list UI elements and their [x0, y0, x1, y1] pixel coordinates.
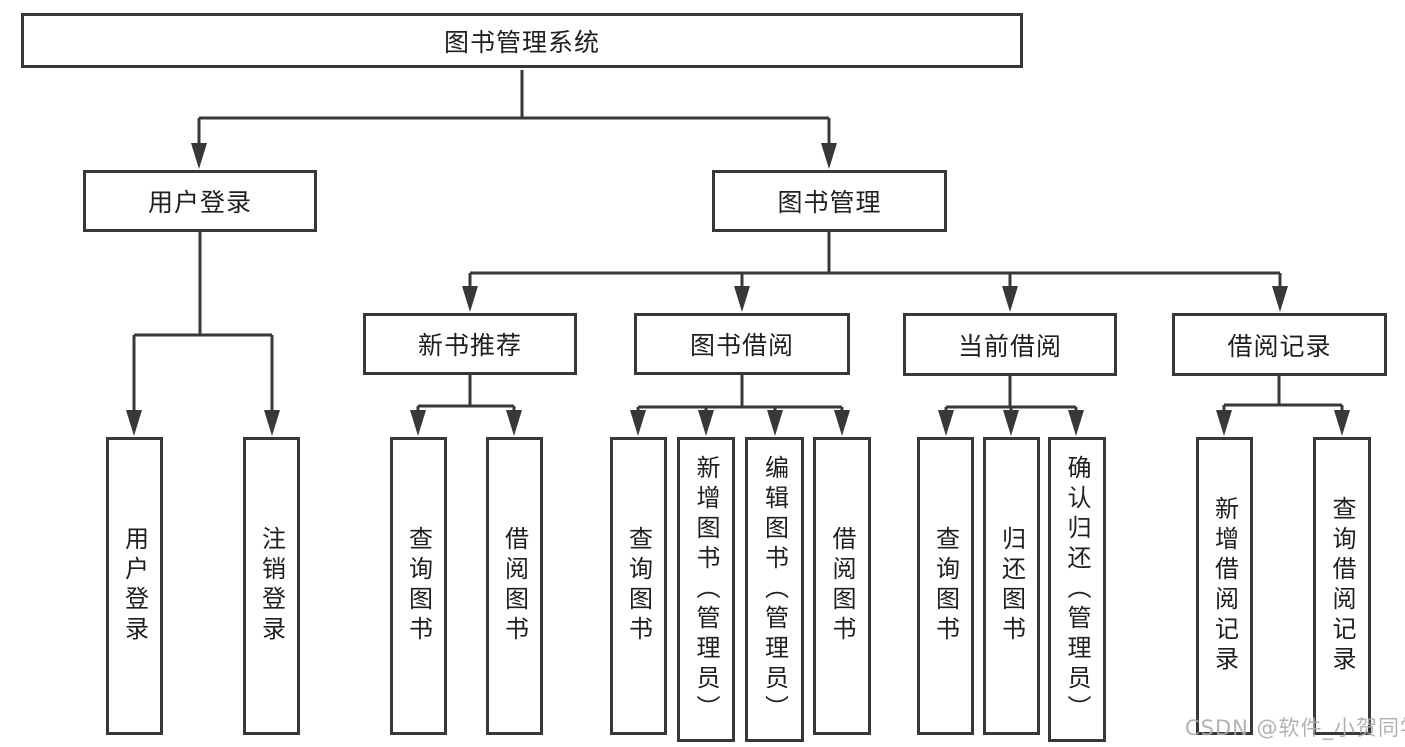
- node-label: 新增图书（管理员）: [692, 454, 720, 725]
- node-new-book-recommend: 新书推荐: [363, 313, 577, 375]
- node-user-login: 用户登录: [83, 170, 317, 232]
- node-label: 图书管理系统: [443, 27, 600, 57]
- node-label: 借阅图书: [500, 526, 529, 646]
- node-label: 查询图书: [404, 526, 433, 646]
- node-label: 借阅图书: [828, 526, 856, 646]
- node-book-borrowing: 图书借阅: [634, 313, 850, 375]
- node-label: 用户登录: [120, 526, 149, 646]
- csdn-watermark: CSDN @软件_小贺同学: [1185, 716, 1405, 740]
- node-leaf-borrow-books-1: 借阅图书: [486, 437, 543, 735]
- node-leaf-borrow-books-2: 借阅图书: [813, 437, 871, 735]
- node-leaf-edit-books-admin: 编辑图书（管理员）: [745, 437, 804, 742]
- node-book-management: 图书管理: [712, 170, 947, 232]
- node-leaf-user-login: 用户登录: [106, 437, 163, 735]
- node-leaf-return-books: 归还图书: [983, 437, 1040, 735]
- node-label: 用户登录: [147, 188, 252, 217]
- node-label: 图书借阅: [689, 331, 794, 360]
- node-label: 当前借阅: [957, 331, 1062, 361]
- node-label: 查询图书: [931, 526, 960, 646]
- node-label: 确认归还（管理员）: [1063, 454, 1091, 725]
- node-library-management-system: 图书管理系统: [21, 13, 1023, 68]
- node-leaf-query-borrow-record: 查询借阅记录: [1313, 437, 1371, 735]
- node-label: 新书推荐: [417, 331, 522, 360]
- node-borrowing-records: 借阅记录: [1172, 313, 1387, 376]
- node-label: 新增借阅记录: [1210, 496, 1239, 676]
- node-leaf-add-borrow-record: 新增借阅记录: [1196, 437, 1253, 735]
- node-label: 注销登录: [257, 526, 286, 646]
- node-label: 借阅记录: [1227, 331, 1332, 361]
- node-label: 图书管理: [777, 188, 882, 217]
- node-label: 查询借阅记录: [1328, 496, 1356, 676]
- node-label: 归还图书: [997, 526, 1026, 646]
- node-leaf-query-books-2: 查询图书: [610, 437, 667, 735]
- node-leaf-add-books-admin: 新增图书（管理员）: [677, 437, 735, 742]
- node-label: 查询图书: [624, 526, 653, 646]
- node-leaf-logout: 注销登录: [243, 437, 300, 735]
- node-leaf-query-books-1: 查询图书: [390, 437, 447, 735]
- node-leaf-confirm-return-admin: 确认归还（管理员）: [1048, 437, 1106, 742]
- node-leaf-query-books-3: 查询图书: [917, 437, 974, 735]
- node-current-borrowing: 当前借阅: [903, 313, 1117, 376]
- node-label: 编辑图书（管理员）: [760, 454, 789, 725]
